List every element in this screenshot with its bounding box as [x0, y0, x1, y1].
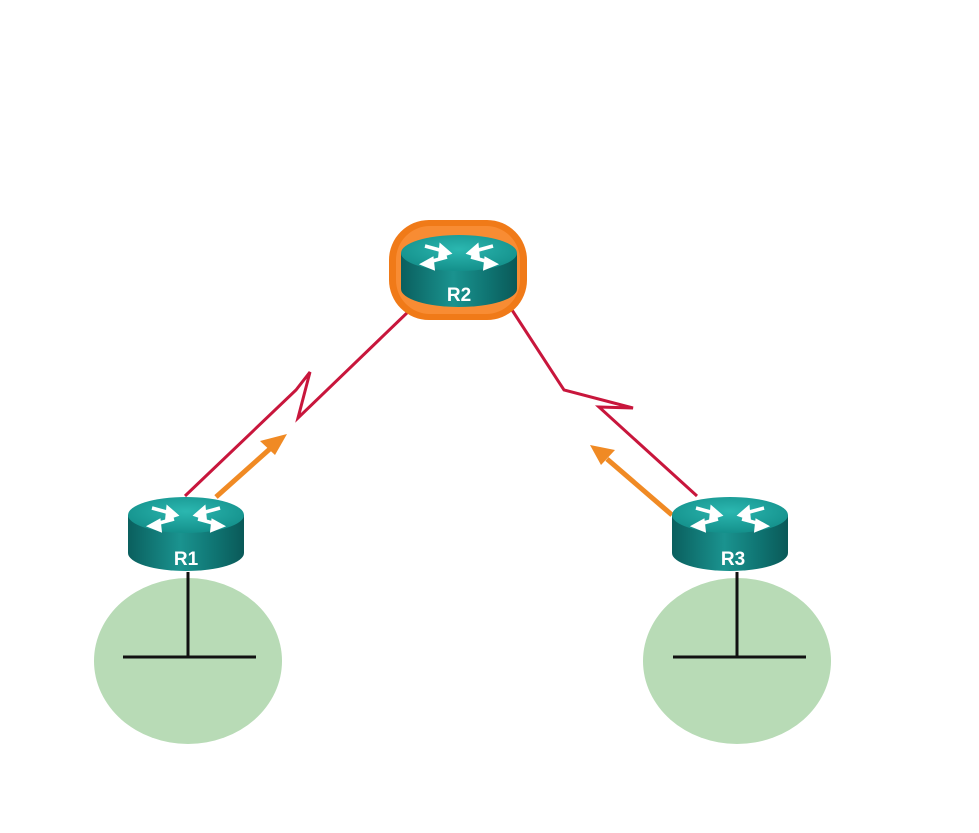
arrow-icon: [214, 434, 287, 499]
serial-link-r3-r2: [510, 309, 699, 498]
router-r1[interactable]: R1: [128, 497, 244, 571]
router-label-r1: R1: [174, 549, 199, 570]
router-icon: [128, 497, 244, 571]
lan-r1: [94, 572, 282, 744]
ethernet-segment-icon: [123, 572, 256, 659]
lan-area-r1: [94, 578, 282, 744]
router-icon: [672, 497, 788, 571]
router-icon: [401, 235, 517, 307]
serial-link-r1-r2: [183, 308, 412, 498]
ethernet-segment-icon: [673, 572, 806, 659]
router-r3[interactable]: R3: [672, 497, 788, 571]
arrow-icon: [590, 445, 674, 517]
lan-area-r3: [643, 578, 831, 744]
lan-r3: [643, 572, 831, 744]
router-r2[interactable]: R2: [389, 220, 527, 320]
router-label-r2: R2: [447, 285, 471, 306]
router-label-r3: R3: [721, 549, 745, 570]
